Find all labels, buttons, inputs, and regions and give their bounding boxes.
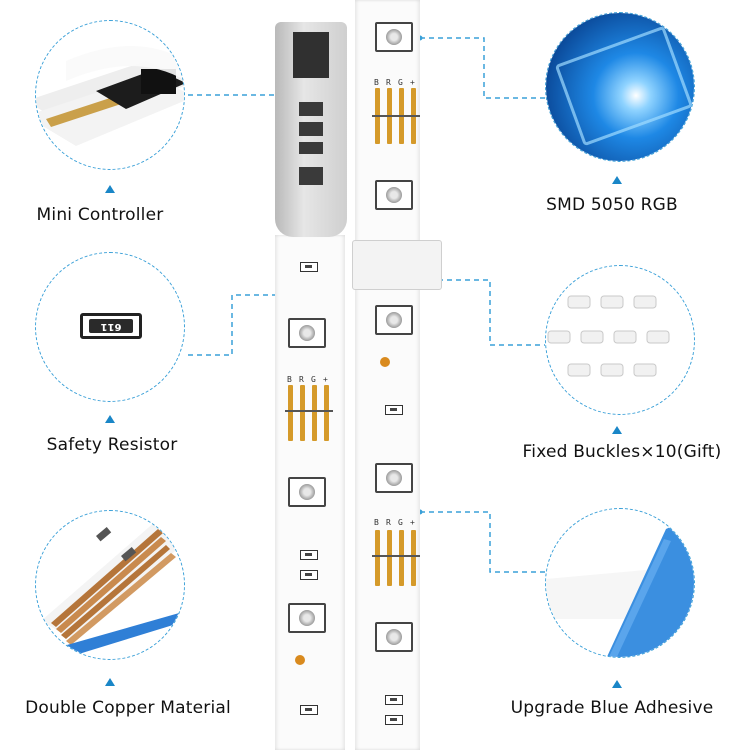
blue-adhesive-label: Upgrade Blue Adhesive: [510, 698, 714, 718]
pin-label-r: R: [386, 78, 391, 87]
copper-pad: [411, 530, 416, 586]
led-chip: [375, 622, 413, 652]
smd-led-connector: [420, 37, 545, 99]
led-chip: [288, 318, 326, 348]
resistor-code: 611: [100, 321, 122, 332]
pin-label-g: G: [398, 518, 403, 527]
resistor-component: [385, 405, 403, 415]
smd-led-label: SMD 5050 RGB: [546, 195, 678, 215]
safety-resistor-connector: [188, 294, 298, 356]
fixed-buckles-label: Fixed Buckles×10(Gift): [522, 442, 722, 462]
led-chip: [375, 180, 413, 210]
solder-dot: [295, 655, 305, 665]
mini-controller-closeup: [35, 20, 185, 170]
mini-controller-marker: [105, 185, 115, 193]
smd-led-closeup: [545, 12, 695, 162]
resistor-body: 611: [80, 313, 142, 339]
safety-resistor-closeup: 611: [35, 252, 185, 402]
fixed-buckles-marker: [612, 426, 622, 434]
fixed-buckle-on-strip: [352, 240, 442, 290]
resistor-component: [300, 262, 318, 272]
pin-label-r: R: [386, 518, 391, 527]
pin-label-b: B: [374, 518, 379, 527]
mini-controller-device: [275, 22, 347, 237]
led-chip: [288, 603, 326, 633]
resistor-component: [385, 695, 403, 705]
copper-pad: [375, 530, 380, 586]
led-chip: [288, 477, 326, 507]
blue-adhesive-closeup: [545, 508, 695, 658]
mini-controller-label: Mini Controller: [36, 205, 164, 225]
pin-label-g: G: [398, 78, 403, 87]
safety-resistor-label: Safety Resistor: [46, 435, 178, 455]
pin-label-r: R: [299, 375, 304, 384]
led-chip: [375, 22, 413, 52]
resistor-component: [300, 705, 318, 715]
fixed-buckles-connector: [420, 279, 545, 346]
pin-label-plus: +: [410, 78, 415, 87]
led-chip: [375, 305, 413, 335]
resistor-component: [385, 715, 403, 725]
copper-pad: [300, 385, 305, 441]
copper-pad: [288, 385, 293, 441]
pin-label-b: B: [374, 78, 379, 87]
pin-label-plus: +: [410, 518, 415, 527]
safety-resistor-marker: [105, 415, 115, 423]
buckle-grid: [547, 295, 670, 377]
double-copper-marker: [105, 678, 115, 686]
led-chip: [375, 463, 413, 493]
pin-label-plus: +: [323, 375, 328, 384]
resistor-component: [300, 570, 318, 580]
copper-pad: [324, 385, 329, 441]
copper-pad: [387, 530, 392, 586]
blue-adhesive-connector: [420, 511, 545, 573]
copper-pad: [399, 530, 404, 586]
smd-led-marker: [612, 176, 622, 184]
pin-label-g: G: [311, 375, 316, 384]
fixed-buckles-closeup: [545, 265, 695, 415]
double-copper-label: Double Copper Material: [25, 698, 231, 718]
copper-pad: [312, 385, 317, 441]
double-copper-closeup: [35, 510, 185, 660]
pin-label-b: B: [287, 375, 292, 384]
blue-adhesive-marker: [612, 680, 622, 688]
solder-dot: [380, 357, 390, 367]
resistor-component: [300, 550, 318, 560]
